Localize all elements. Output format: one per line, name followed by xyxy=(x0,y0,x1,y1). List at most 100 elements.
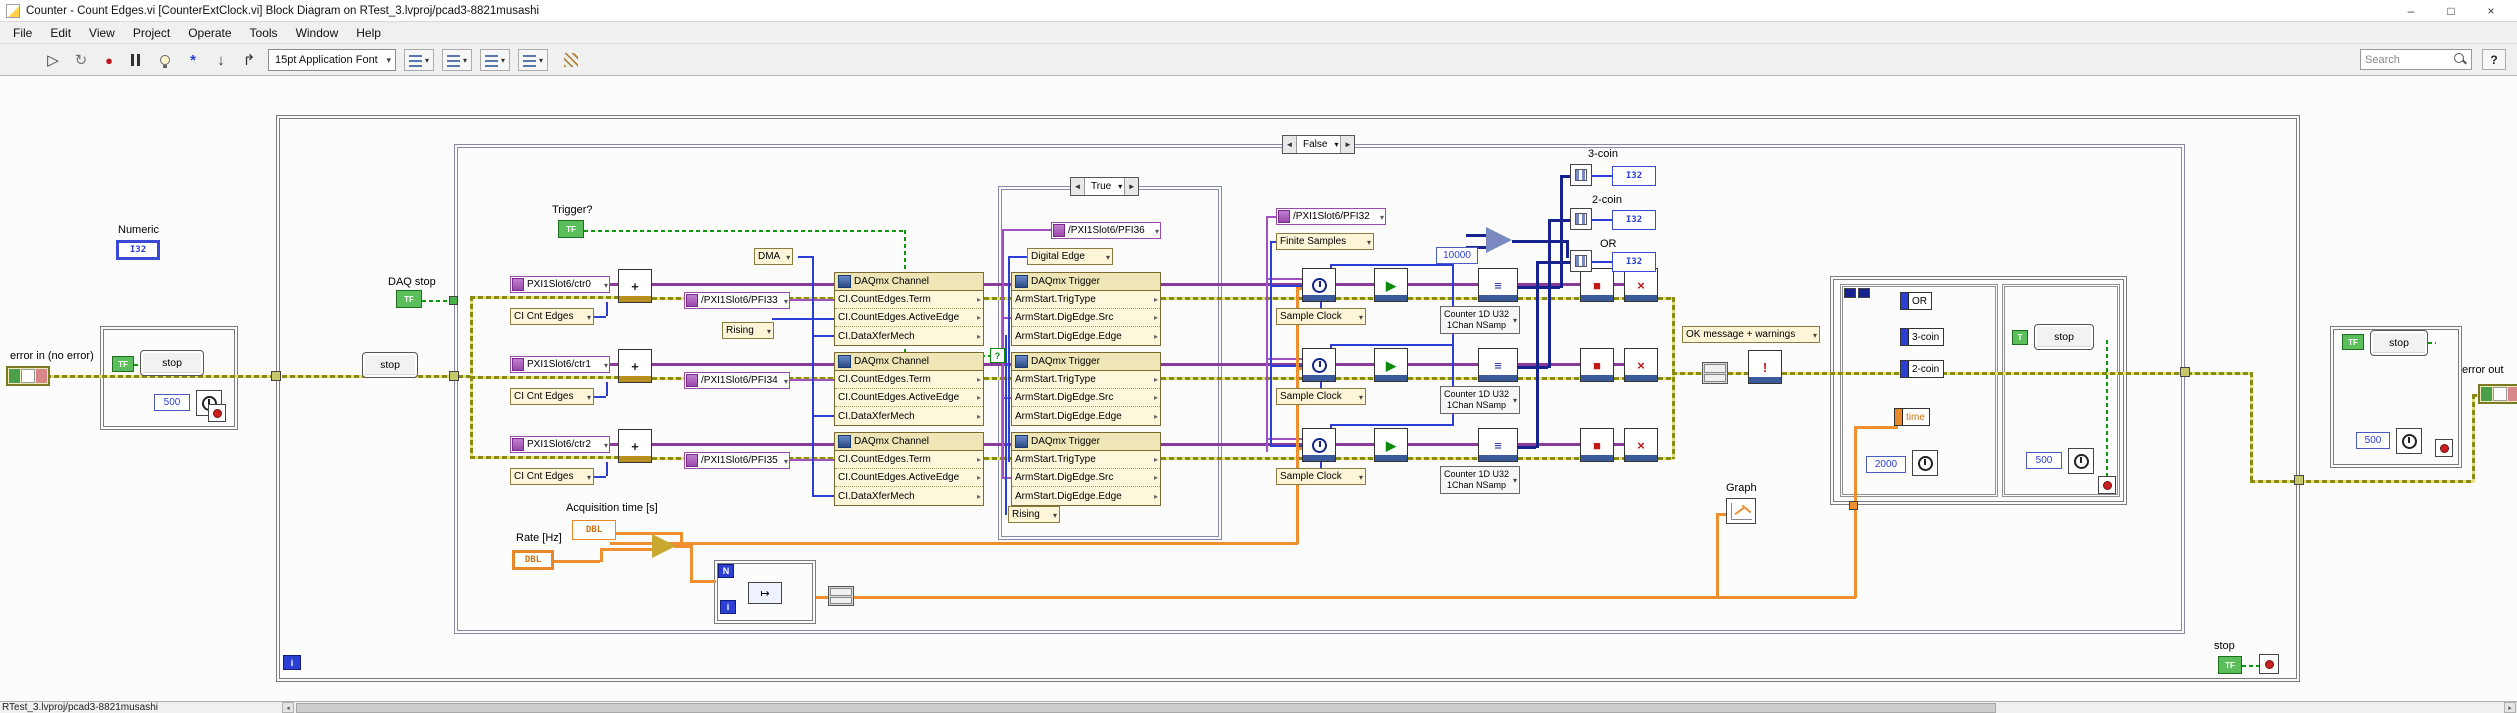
property-row[interactable]: ArmStart.DigEdge.Edge xyxy=(1012,407,1160,425)
read-polymorphic-selector[interactable]: Counter 1D U32 1Chan NSamp xyxy=(1440,386,1521,414)
left-loop-boolean-terminal[interactable]: TF xyxy=(112,356,134,372)
daqmx-channel-property-node[interactable]: DAQmx Channel CI.CountEdges.Term CI.Coun… xyxy=(834,352,984,426)
edge-ring[interactable]: Rising xyxy=(722,322,774,339)
counter-constant-ctr0[interactable]: PXI1Slot6/ctr0 xyxy=(510,276,610,293)
outer-while-loop[interactable] xyxy=(276,115,2300,682)
sample-clock-ring[interactable]: Sample Clock xyxy=(1276,388,1366,405)
property-row[interactable]: ArmStart.DigEdge.Src xyxy=(1012,469,1160,487)
minimize-button[interactable]: – xyxy=(2407,3,2415,18)
property-row[interactable]: CI.CountEdges.ActiveEdge xyxy=(835,469,983,487)
indicator-terminal-3coin[interactable]: I32 xyxy=(1612,166,1656,186)
terminal-constant-pfi36[interactable]: /PXI1Slot6/PFI36 xyxy=(1051,222,1161,239)
measurement-type-ring[interactable]: CI Cnt Edges xyxy=(510,388,594,405)
menu-file[interactable]: File xyxy=(13,25,33,40)
inner-case-selector-label[interactable]: ◄ True ► xyxy=(1070,177,1140,196)
counter-constant-ctr1[interactable]: PXI1Slot6/ctr1 xyxy=(510,356,610,373)
daqmx-trigger-property-node[interactable]: DAQmx Trigger ArmStart.TrigType ArmStart… xyxy=(1011,352,1161,426)
property-row[interactable]: CI.DataXferMech xyxy=(835,487,983,505)
menu-help[interactable]: Help xyxy=(356,25,381,40)
daqmx-stop-task-icon[interactable]: ■ xyxy=(1580,268,1614,302)
daqmx-channel-property-node[interactable]: DAQmx Channel CI.CountEdges.Term CI.Coun… xyxy=(834,432,984,506)
property-row[interactable]: CI.CountEdges.Term xyxy=(835,291,983,309)
property-row[interactable]: ArmStart.TrigType xyxy=(1012,371,1160,389)
wait-ms-icon[interactable] xyxy=(1912,450,1938,476)
highlight-execution-icon[interactable] xyxy=(152,47,178,73)
graph-indicator[interactable] xyxy=(1726,498,1756,524)
trigger-terminal[interactable]: TF xyxy=(558,220,584,238)
inner-while-loop[interactable] xyxy=(1830,276,2127,505)
menu-window[interactable]: Window xyxy=(295,25,339,40)
sample-clock-ring[interactable]: Sample Clock xyxy=(1276,468,1366,485)
tunnel[interactable] xyxy=(2294,475,2304,485)
for-loop-iteration-terminal[interactable]: i xyxy=(720,600,736,614)
left-loop-condition-terminal[interactable] xyxy=(208,404,226,422)
daqmx-read-vi-icon[interactable]: ≡ xyxy=(1478,348,1518,382)
case-prev-arrow[interactable]: ◄ xyxy=(1283,136,1297,153)
property-row[interactable]: ArmStart.DigEdge.Src xyxy=(1012,389,1160,407)
merge-errors-node[interactable] xyxy=(1702,362,1728,384)
read-polymorphic-selector[interactable]: Counter 1D U32 1Chan NSamp xyxy=(1440,306,1521,334)
step-into-icon[interactable]: ↓ xyxy=(217,51,225,69)
for-loop-count-terminal[interactable]: N xyxy=(718,564,734,578)
daqmx-clear-task-icon[interactable]: × xyxy=(1624,268,1658,302)
dma-ring-constant[interactable]: DMA xyxy=(754,248,794,265)
indicator-terminal-or[interactable]: I32 xyxy=(1612,252,1656,272)
multiply-icon[interactable] xyxy=(652,534,676,558)
tunnel[interactable] xyxy=(449,371,459,381)
tunnel[interactable] xyxy=(1844,288,1856,298)
retain-wire-values-icon[interactable]: * xyxy=(190,51,196,69)
pause-button[interactable] xyxy=(122,47,148,73)
right-loop-condition-terminal[interactable] xyxy=(2435,439,2453,457)
inner-loop-condition-terminal[interactable] xyxy=(2098,476,2116,494)
for-loop[interactable] xyxy=(714,560,816,624)
numeric-terminal[interactable]: I32 xyxy=(116,240,160,260)
property-row[interactable]: CI.CountEdges.Term xyxy=(835,451,983,469)
daqmx-create-channel-icon[interactable]: + xyxy=(618,349,652,383)
property-row[interactable]: ArmStart.DigEdge.Edge xyxy=(1012,327,1160,345)
tunnel[interactable] xyxy=(1858,288,1870,298)
tunnel[interactable] xyxy=(271,371,281,381)
wait-ms-icon[interactable] xyxy=(2068,448,2094,474)
stop-control[interactable]: stop xyxy=(362,352,418,378)
tunnel[interactable] xyxy=(1849,501,1858,510)
clock-source-constant-pfi32[interactable]: /PXI1Slot6/PFI32 xyxy=(1276,208,1386,225)
property-row[interactable]: CI.CountEdges.ActiveEdge xyxy=(835,309,983,327)
step-over-icon[interactable]: ↱ xyxy=(242,52,256,69)
terminal-constant-pfi33[interactable]: /PXI1Slot6/PFI33 xyxy=(684,292,790,309)
inner-stop-button[interactable]: stop xyxy=(2034,324,2094,350)
resize-objects-dropdown[interactable] xyxy=(480,49,511,71)
reorder-objects-dropdown[interactable] xyxy=(518,49,549,71)
index-array-icon[interactable] xyxy=(1570,250,1592,272)
daqmx-start-task-icon[interactable]: ▶ xyxy=(1374,348,1408,382)
align-objects-dropdown[interactable] xyxy=(404,49,435,71)
property-row[interactable]: CI.DataXferMech xyxy=(835,407,983,425)
left-while-loop[interactable] xyxy=(100,326,238,430)
build-array-icon[interactable] xyxy=(828,586,854,606)
error-out-cluster[interactable] xyxy=(2478,384,2517,404)
case-next-arrow[interactable]: ► xyxy=(1340,136,1355,153)
left-loop-wait-constant[interactable]: 500 xyxy=(154,394,190,411)
property-row[interactable]: ArmStart.TrigType xyxy=(1012,451,1160,469)
local-variable-time[interactable]: time xyxy=(1894,408,1930,426)
terminal-constant-pfi35[interactable]: /PXI1Slot6/PFI35 xyxy=(684,452,790,469)
true-constant[interactable]: T xyxy=(2012,330,2028,345)
local-variable-or[interactable]: OR xyxy=(1900,292,1932,310)
right-loop-wait-constant[interactable]: 500 xyxy=(2356,432,2390,449)
run-continuous-button[interactable]: ↻ xyxy=(74,52,88,69)
case-selector-terminal[interactable]: ? xyxy=(990,348,1005,363)
error-in-cluster[interactable] xyxy=(6,366,50,386)
tunnel[interactable] xyxy=(449,296,458,305)
sample-clock-ring[interactable]: Sample Clock xyxy=(1276,308,1366,325)
left-loop-stop-button[interactable]: stop xyxy=(140,350,204,376)
property-row[interactable]: CI.DataXferMech xyxy=(835,327,983,345)
menu-view[interactable]: View xyxy=(89,25,115,40)
daqmx-read-vi-icon[interactable]: ≡ xyxy=(1478,268,1518,302)
ok-message-ring[interactable]: OK message + warnings xyxy=(1682,326,1820,343)
daqmx-clear-task-icon[interactable]: × xyxy=(1624,348,1658,382)
daqmx-clear-task-icon[interactable]: × xyxy=(1624,428,1658,462)
trigger-edge-ring[interactable]: Rising xyxy=(1008,506,1060,523)
search-input[interactable]: Search xyxy=(2360,49,2472,70)
measurement-type-ring[interactable]: CI Cnt Edges xyxy=(510,468,594,485)
or-gate-icon[interactable] xyxy=(1486,227,1512,253)
daqmx-timing-vi-icon[interactable] xyxy=(1302,268,1336,302)
